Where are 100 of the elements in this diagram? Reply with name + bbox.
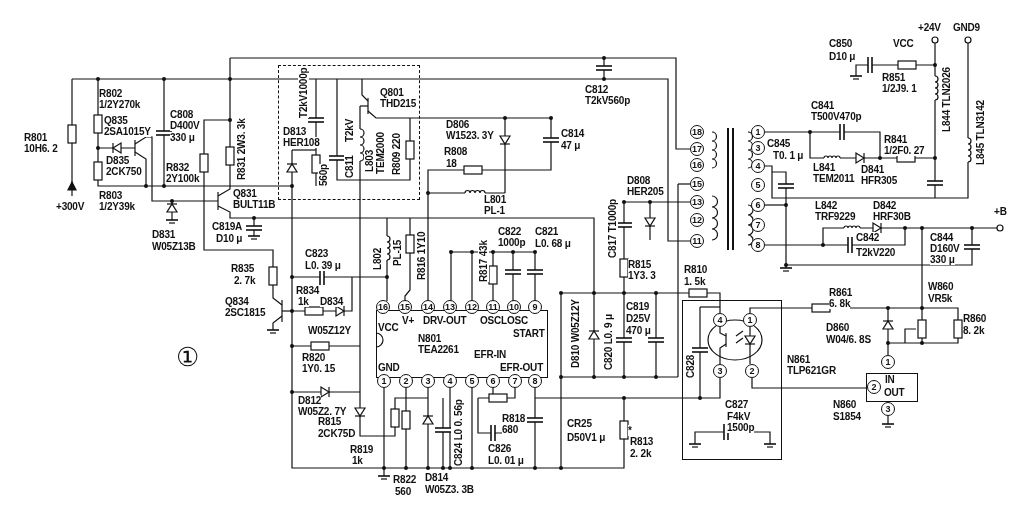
component-label: TEM2011 [813, 173, 855, 184]
pin-name: START [513, 328, 545, 339]
component-label: TEM2000 [375, 132, 386, 174]
pin-number: 3 [751, 141, 765, 155]
pin-number: 4 [751, 159, 765, 173]
pin-number: 3 [421, 374, 435, 388]
component-label: W860 [928, 281, 954, 292]
pin-number: 4 [713, 313, 727, 327]
component-label: D10 μ [829, 51, 856, 62]
dashed-boundary-frame [278, 65, 420, 200]
regulator-box [866, 373, 918, 402]
pin-number: 18 [690, 125, 704, 139]
component-label: +300V [56, 201, 85, 212]
pin-number: 1 [751, 125, 765, 139]
component-label: L845 TLN3142 [975, 100, 986, 165]
component-label: L841 [813, 162, 835, 173]
component-label: D25V [626, 313, 651, 324]
pin-number: 4 [443, 374, 457, 388]
component-label: 330 μ [930, 254, 955, 265]
component-label: CR25 [567, 418, 592, 429]
pin-number: 9 [528, 300, 542, 314]
component-label: 1k [352, 455, 363, 466]
component-label: C828 [685, 354, 696, 378]
component-label: T2kV1000p [298, 67, 309, 118]
component-label: D841 [861, 164, 885, 175]
component-label: 1k [298, 296, 309, 307]
pin-number: 16 [690, 158, 704, 172]
component-label: R860 [963, 313, 987, 324]
component-label: L801 [484, 194, 506, 205]
component-label: HFR305 [861, 175, 898, 186]
component-label: HER108 [283, 137, 320, 148]
pin-number: 7 [508, 374, 522, 388]
component-label: 560p [318, 164, 329, 186]
component-label: R810 [684, 264, 708, 275]
pin-number: 6 [751, 198, 765, 212]
component-label: R802 [99, 88, 123, 99]
component-label: 470 μ [626, 325, 651, 336]
component-label: 2. 7k [234, 275, 256, 286]
component-label: 2Y100k [166, 173, 200, 184]
component-label: D812 [298, 395, 322, 406]
optocoupler-box [682, 300, 782, 460]
component-label: W05Z13B [152, 241, 196, 252]
pin-number: 11 [690, 234, 704, 248]
pin-name: GND [378, 362, 400, 373]
component-label: 1/2Y39k [99, 201, 135, 212]
pin-number: 17 [690, 142, 704, 156]
component-label: PL-1 [484, 205, 505, 216]
component-label: C820 L0. 9 μ [603, 314, 614, 370]
component-label: R819 [350, 444, 374, 455]
component-label: 1500p [727, 422, 755, 433]
component-label: R803 [99, 190, 123, 201]
component-label: R815 [318, 416, 342, 427]
component-label: D806 [446, 119, 470, 130]
component-label: C819A [212, 221, 243, 232]
component-label: R822 [393, 474, 417, 485]
component-label: W1523. 3Y [446, 130, 494, 141]
wire [781, 387, 867, 389]
component-label: D400V [170, 120, 200, 131]
component-label: R841 [884, 134, 908, 145]
component-label: 18 [446, 158, 457, 169]
component-label: C842 [856, 232, 880, 243]
pin-number: 16 [376, 300, 390, 314]
component-label: TRF9229 [815, 211, 856, 222]
component-label: D813 [283, 126, 307, 137]
pin-number: 3 [713, 364, 727, 378]
component-label: +24V [918, 22, 941, 33]
pin-number: 13 [690, 195, 704, 209]
pin-number: 1 [743, 313, 757, 327]
component-label: GND9 [953, 22, 980, 33]
component-label: D10 μ [216, 233, 243, 244]
component-label: OUT [884, 387, 905, 398]
component-label: T2kV220 [856, 247, 896, 258]
component-label: R861 [829, 287, 853, 298]
component-label: D808 [627, 175, 651, 186]
pin-number: 8 [751, 238, 765, 252]
component-label: IN [885, 374, 895, 385]
pin-name: EFR-OUT [500, 362, 544, 373]
component-label: 2CK750 [106, 166, 142, 177]
pin-number: 2 [867, 380, 881, 394]
component-label: W05Z3. 3B [425, 484, 474, 495]
component-label: 330 μ [170, 132, 195, 143]
component-label: C819 [626, 301, 650, 312]
component-label: 2. 2k [630, 448, 652, 459]
component-label: 6. 8k [829, 298, 851, 309]
part-label: TLP621GR [787, 365, 836, 376]
component-label: R831 2W3. 3k [236, 118, 247, 180]
part-label: S1854 [833, 411, 861, 422]
component-label: HER205 [627, 186, 664, 197]
component-label: R801 [24, 132, 48, 143]
pin-number: 2 [745, 364, 759, 378]
component-label: D860 [826, 322, 850, 333]
component-label: C808 [170, 109, 194, 120]
part-label: N860 [833, 399, 857, 410]
pin-name: V+ [402, 315, 415, 326]
pin-number: 11 [486, 300, 500, 314]
pin-number: 10 [507, 300, 521, 314]
component-label: R813 [630, 436, 654, 447]
component-label: 1. 5k [684, 276, 706, 287]
component-label: 47 μ [561, 140, 581, 151]
pin-number: 15 [690, 177, 704, 191]
